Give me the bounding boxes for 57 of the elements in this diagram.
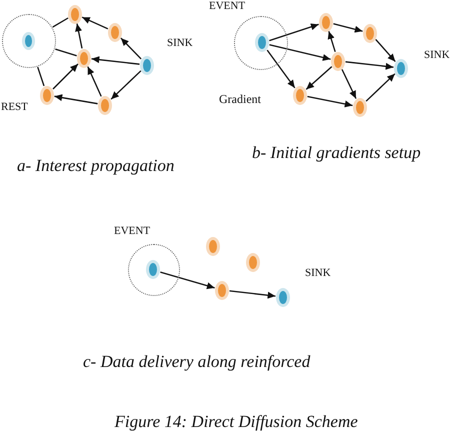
node-label: SINK: [305, 267, 331, 280]
arrow: [341, 69, 357, 99]
sensor-dot-icon: [206, 236, 220, 256]
node-label: SINK: [424, 49, 450, 62]
sensor-dot-icon: [68, 4, 82, 24]
node-label: EVENT: [209, 0, 246, 13]
range-circle: [128, 244, 180, 296]
sensor-dot-icon: [319, 12, 333, 32]
annotation-label: REST: [1, 101, 28, 114]
figure-caption: Figure 14: Direct Diffusion Scheme: [114, 412, 358, 432]
arrow: [345, 61, 394, 70]
sensor-dot-icon: [146, 260, 160, 280]
sensor-dot-icon: [363, 24, 377, 42]
subfigure-caption: a- Interest propagation: [17, 156, 174, 176]
node-label: EVENT: [114, 225, 150, 238]
arrow: [110, 70, 142, 100]
sensor-dot-icon: [293, 86, 307, 104]
sensor-dot-icon: [331, 52, 345, 70]
arrow: [229, 290, 276, 299]
arrow: [160, 271, 215, 290]
arrow: [269, 44, 331, 61]
sensor-dot-icon: [353, 98, 367, 116]
connector-line: [52, 17, 68, 28]
sensor-dot-icon: [215, 280, 229, 300]
sensor-dot-icon: [108, 22, 122, 42]
sensor-dot-icon: [246, 252, 260, 272]
node-label: SINK: [167, 37, 193, 50]
annotation-label: Gradient: [219, 93, 261, 107]
arrow: [91, 56, 140, 65]
arrow: [306, 66, 332, 90]
sensor-dot-icon: [40, 86, 54, 104]
subfigure-caption: c- Data delivery along reinforced: [83, 352, 310, 372]
arrow: [52, 64, 78, 90]
range-circle: [2, 14, 56, 68]
arrow: [328, 31, 336, 52]
sensor-dot-icon: [254, 33, 269, 52]
subfigure-caption: b- Initial gradients setup: [252, 143, 421, 163]
sensor-dot-icon: [77, 48, 91, 68]
connector-line: [55, 48, 77, 56]
sensor-dot-icon: [98, 96, 112, 114]
sensor-dot-icon: [140, 56, 154, 74]
arrow: [366, 73, 396, 102]
arrow: [54, 94, 98, 104]
arrow: [266, 50, 296, 88]
arrow: [75, 23, 83, 49]
arrow: [333, 23, 363, 33]
arrow: [269, 24, 319, 42]
arrow: [375, 38, 396, 62]
sensor-dot-icon: [22, 32, 36, 50]
sensor-dot-icon: [394, 58, 408, 78]
arrow: [87, 66, 102, 97]
connector-line: [37, 66, 45, 86]
range-circle: [234, 16, 288, 70]
arrow: [120, 38, 142, 60]
sensor-dot-icon: [276, 288, 290, 306]
arrow: [82, 16, 108, 30]
arrow: [307, 96, 353, 108]
